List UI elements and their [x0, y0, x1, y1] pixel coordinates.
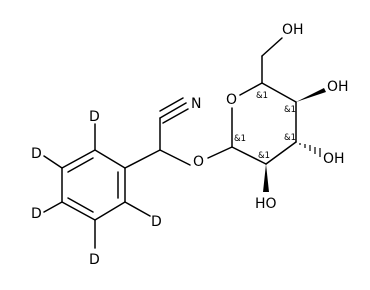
bond-nitrile-3 [162, 108, 189, 124]
glucose-substituents [261, 37, 326, 192]
bond-ar-double-1 [67, 157, 94, 173]
atom-oh-c2: HO [255, 196, 277, 212]
bond-ar-c2-c3 [61, 149, 96, 169]
bond-c6-oh [261, 37, 283, 57]
atom-oh-c4: OH [327, 79, 349, 95]
stereo-label-c4: &1 [284, 105, 296, 115]
atom-d-ortho-top: D [89, 109, 100, 125]
bond-cd-para [43, 201, 63, 213]
atom-ring-o: O [226, 92, 237, 108]
deuterium-bonds [43, 123, 151, 249]
bond-cd-ortho-bottom [124, 201, 151, 217]
atom-glycosidic-o: O [193, 154, 204, 170]
bond-oring-c5 [239, 82, 263, 96]
bond-benzylic-o [159, 149, 191, 166]
bond-nitrile-1 [159, 102, 187, 119]
atom-nitrile-n: N [191, 96, 201, 112]
stereo-label-c2: &1 [258, 151, 270, 161]
bond-ar-c5-c6 [94, 201, 126, 221]
bond-ar-double-2 [67, 197, 94, 213]
hash-c3-oh [299, 143, 321, 157]
bond-c3-c2 [265, 141, 297, 165]
atom-labels: N O O OH OH OH HO D D D D D [31, 22, 349, 268]
bond-ar-benzylic [124, 149, 161, 169]
bond-ar-c1-c2 [94, 149, 126, 169]
stereo-label-c3: &1 [284, 133, 296, 143]
glucose-ring [207, 82, 297, 165]
benzene-ring [61, 149, 126, 221]
bond-ar-c4-c5 [61, 201, 96, 221]
stereo-label-c1: &1 [234, 134, 246, 144]
stereo-label-c5: &1 [256, 91, 268, 101]
atom-d-meta-bottom: D [89, 252, 100, 268]
wedge-c2-oh [263, 164, 269, 192]
mandelonitrile-fragment [124, 97, 191, 169]
atom-d-para: D [31, 206, 42, 222]
atom-oh-ch2: OH [282, 22, 304, 38]
atom-oh-c3: OH [323, 151, 345, 167]
bond-cd-meta-top [43, 155, 63, 169]
atom-d-meta-top: D [31, 146, 42, 162]
stereo-labels: &1 &1 &1 &1 &1 [234, 91, 296, 161]
bond-nitrile-2 [159, 97, 184, 112]
bond-c5-c4 [261, 82, 297, 103]
wedge-c4-oh [296, 88, 326, 102]
bond-c2-c1 [231, 146, 267, 165]
atom-d-ortho-bottom: D [151, 214, 162, 230]
bond-oglyc-c1 [207, 146, 233, 159]
